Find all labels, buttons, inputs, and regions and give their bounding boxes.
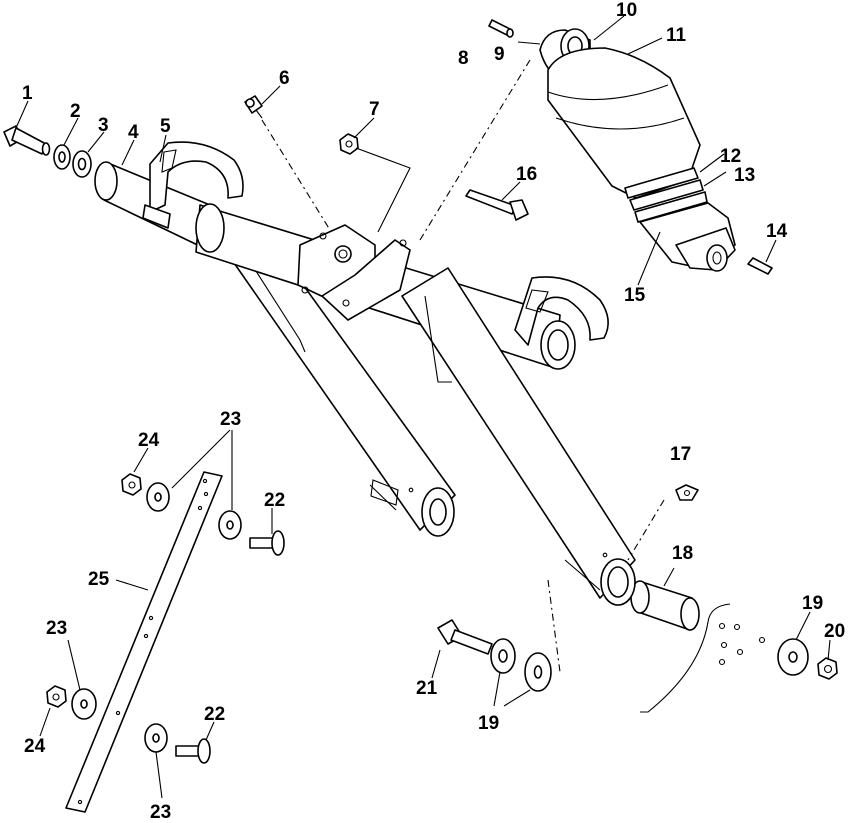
callout-6: 6 [279,68,290,89]
callout-25: 25 [88,569,110,590]
part-16-bolt [465,189,529,221]
callout-5: 5 [160,116,171,137]
callout-23-middle: 23 [46,618,67,639]
callout-1: 1 [22,83,33,104]
callout-12: 12 [720,146,741,167]
shock-absorber [539,28,736,272]
callout-24-top: 24 [138,430,160,451]
callout-23-bottom: 23 [150,802,171,823]
callout-22-top: 22 [264,490,285,511]
front-arm-end-bushing [600,558,636,606]
part-20-nut [817,657,838,680]
callout-24-bottom: 24 [24,736,46,757]
part-18-spacer [630,580,700,631]
part-12-13-spring-rings [624,167,708,223]
part-11-shock-body [547,47,701,199]
callout-16: 16 [516,164,537,185]
part-15-lower-body [639,202,736,272]
callout-17: 17 [670,444,691,465]
callout-20: 20 [824,621,845,642]
part-24-nut-bottom [46,685,67,708]
callout-2: 2 [70,101,81,122]
callout-19-right: 19 [802,593,823,614]
callout-14: 14 [766,221,788,242]
part-1-bolt [3,125,51,156]
front-arm-right [401,267,636,599]
part-19-washer-left-a [490,638,516,674]
part-14-pin [747,257,773,275]
part-24-nut-top [121,473,142,496]
rear-arm-left [224,227,456,537]
part-7-nut [339,133,359,155]
callout-7: 7 [369,99,380,120]
callout-3: 3 [98,115,109,136]
part-2-washer [53,144,71,170]
leader-lines [15,15,831,799]
part-25-strap [65,471,223,813]
part-8-pin [488,19,514,38]
ski-bracket-outline [640,603,766,713]
callout-21: 21 [416,678,438,699]
assembly-centerlines [261,59,665,673]
part-22-rivet-top [249,530,285,556]
callout-labels: 1 2 3 4 5 6 7 8 9 10 11 12 13 14 15 16 1… [22,0,845,823]
center-mount-plate-right [321,239,411,321]
part-17-grease-fitting [675,484,699,501]
callout-11: 11 [666,25,687,46]
part-19-washer-left-b [524,652,552,692]
part-23-washer-top-a [146,482,170,512]
part-5-clamp-bracket [142,141,244,229]
part-21-bolt [437,619,493,655]
callout-9: 9 [494,44,505,65]
part-6-grease-fitting [244,95,263,119]
callout-22-bottom: 22 [204,704,225,725]
rear-clamp-bracket [514,276,609,346]
part-3-washer [72,150,92,178]
callout-15: 15 [624,285,646,306]
part-23-washer-bottom-b [144,723,168,753]
callout-13: 13 [734,165,755,186]
part-19-washer-right [777,638,809,676]
part-23-washer-top-b [218,510,242,540]
part-22-rivet-bottom [175,738,211,764]
callout-10: 10 [616,0,637,21]
callout-18: 18 [672,543,693,564]
callout-8: 8 [458,48,469,69]
callout-4: 4 [128,122,139,143]
callout-23-top: 23 [220,409,241,430]
part-23-washer-bottom-a [71,688,97,720]
callout-19-left: 19 [478,713,499,734]
